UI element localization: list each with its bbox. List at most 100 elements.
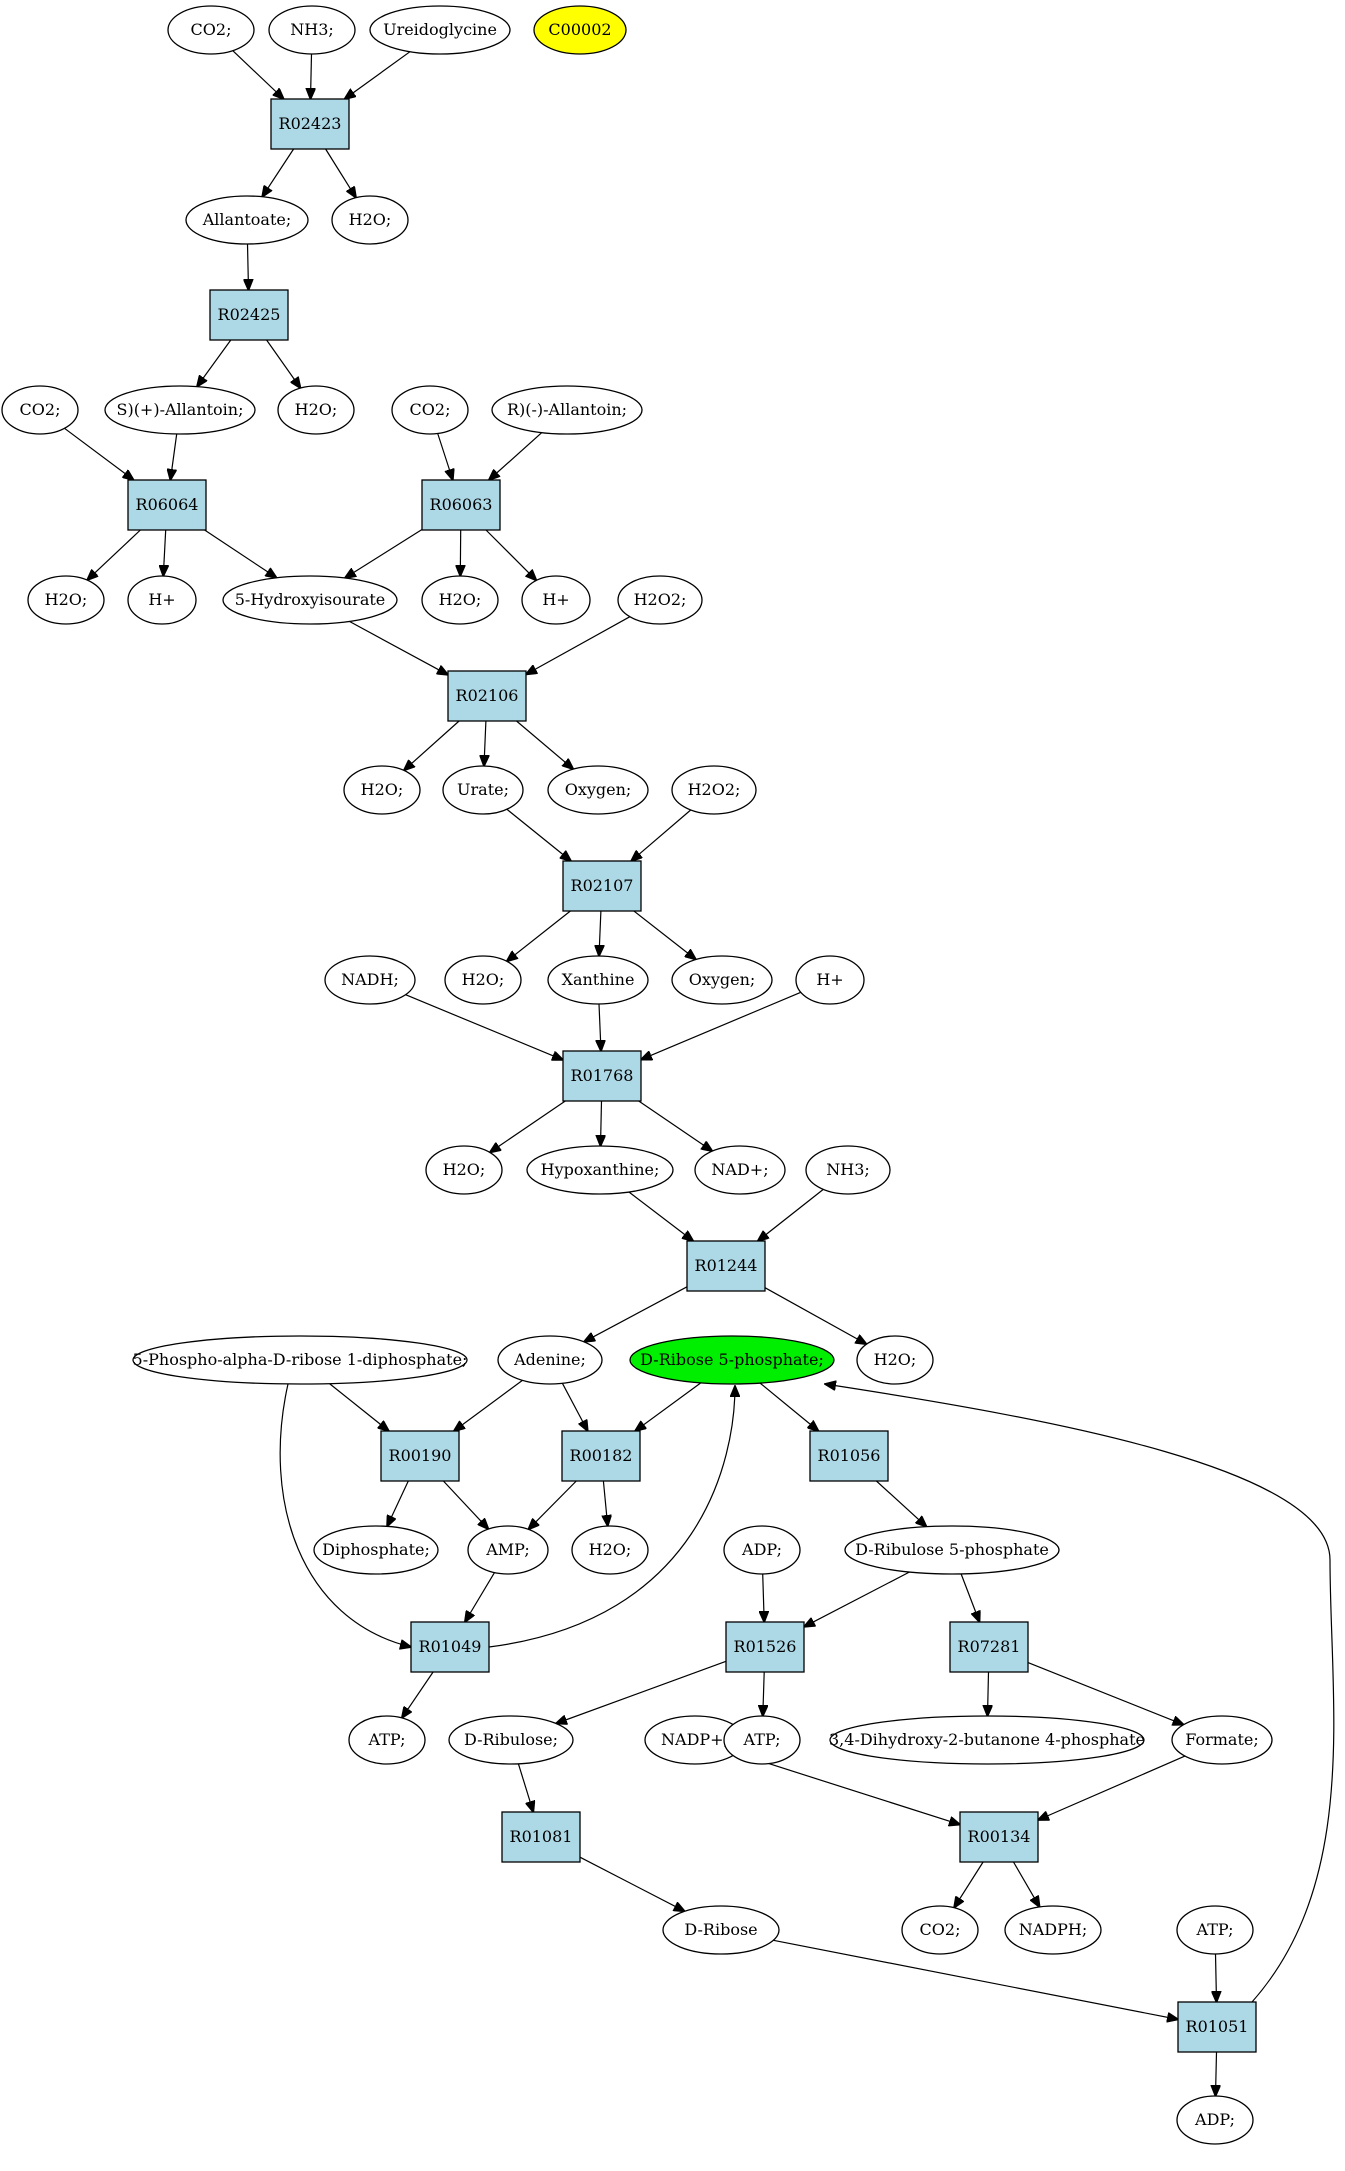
compound-allantoate[interactable]: Allantoate; (185, 195, 309, 245)
reaction-r02106[interactable]: R02106 (447, 670, 527, 722)
compound-adp-r01051[interactable]: ADP; (1176, 2095, 1254, 2145)
compound-shape (1176, 1905, 1254, 1955)
compound-co2-top[interactable]: CO2; (167, 5, 255, 55)
compound-diphosphate[interactable]: Diphosphate; (313, 1525, 439, 1575)
compound-atp-r01526[interactable]: ATP; (723, 1715, 801, 1765)
compound-h2o-r01244[interactable]: H2O; (856, 1335, 934, 1385)
compound-nh3-r01244[interactable]: NH3; (805, 1145, 891, 1195)
compound-oxygen-r02107[interactable]: Oxygen; (671, 955, 773, 1005)
reaction-box (562, 1050, 642, 1102)
compound-co2-r00134[interactable]: CO2; (901, 1905, 979, 1955)
reaction-r01056[interactable]: R01056 (809, 1430, 889, 1482)
compound-hplus-r06064[interactable]: H+ (127, 575, 197, 625)
compound-hydroxyisourate[interactable]: 5-Hydroxyisourate (222, 575, 398, 625)
compound-nadph[interactable]: NADPH; (1004, 1905, 1102, 1955)
compound-ureidoglycine[interactable]: Ureidoglycine (369, 5, 511, 55)
edge-hydroxyisourate-to-r02106 (349, 620, 448, 674)
compound-hplus-r06063[interactable]: H+ (521, 575, 591, 625)
compound-r-allantoin[interactable]: R)(-)-Allantoin; (491, 385, 643, 435)
reaction-r01049[interactable]: R01049 (410, 1621, 490, 1673)
edge-r01056-to-ribulose5p (875, 1480, 926, 1527)
reaction-r01244[interactable]: R01244 (686, 1240, 766, 1292)
reaction-r06063[interactable]: R06063 (421, 479, 501, 531)
reaction-label: R06064 (136, 495, 199, 514)
compound-label: H2O; (349, 210, 392, 229)
compound-h2o-r02106[interactable]: H2O; (343, 765, 421, 815)
edge-ribose5p-to-r00182 (635, 1382, 702, 1431)
compound-h2o-r01768[interactable]: H2O; (425, 1145, 503, 1195)
compound-label: H2O; (589, 1540, 632, 1559)
reaction-r00134[interactable]: R00134 (959, 1811, 1039, 1863)
reaction-r06064[interactable]: R06064 (127, 479, 207, 531)
reaction-r02423[interactable]: R02423 (270, 98, 350, 150)
compound-shape (391, 385, 469, 435)
compound-nh3-top[interactable]: NH3; (268, 5, 356, 55)
reaction-r01768[interactable]: R01768 (562, 1050, 642, 1102)
compound-h2o-r02425[interactable]: H2O; (277, 385, 355, 435)
compound-adenine[interactable]: Adenine; (497, 1335, 603, 1385)
reaction-r02425[interactable]: R02425 (209, 289, 289, 341)
reaction-r01526[interactable]: R01526 (725, 1621, 805, 1673)
compound-xanthine[interactable]: Xanthine (547, 955, 649, 1005)
compound-h2o2-r02106[interactable]: H2O2; (617, 575, 703, 625)
compound-shape (694, 1145, 786, 1195)
compound-label: Urate; (457, 780, 509, 799)
reaction-r07281[interactable]: R07281 (949, 1621, 1029, 1673)
compound-nadplus[interactable]: NAD+; (694, 1145, 786, 1195)
compound-urate[interactable]: Urate; (442, 765, 524, 815)
compound-ribose[interactable]: D-Ribose (662, 1905, 780, 1955)
compound-h2o-r06064[interactable]: H2O; (27, 575, 105, 625)
reaction-r00182[interactable]: R00182 (561, 1430, 641, 1482)
compound-ribulose[interactable]: D-Ribulose; (448, 1715, 574, 1765)
edge-co2_top-to-r02423 (232, 50, 284, 99)
compound-prpp[interactable]: 5-Phospho-alpha-D-ribose 1-diphosphate; (132, 1335, 468, 1385)
edge-h2o2_r02106-to-r02106 (526, 616, 631, 675)
compound-label: H2O; (443, 1160, 486, 1179)
compound-dhbp[interactable]: 3,4-Dihydroxy-2-butanone 4-phosphate (829, 1715, 1145, 1765)
edge-urate-to-r02107 (506, 808, 571, 861)
compound-shape (617, 575, 703, 625)
compound-label: NADP+; (661, 1730, 729, 1749)
reaction-r01081[interactable]: R01081 (501, 1811, 581, 1863)
compound-ribose5p[interactable]: D-Ribose 5-phosphate; (629, 1335, 835, 1385)
compound-h2o2-r02107[interactable]: H2O2; (671, 765, 757, 815)
edge-r02107-to-xanthine (599, 910, 601, 956)
compound-h2o-r02107[interactable]: H2O; (444, 955, 522, 1005)
compound-atp-r01051[interactable]: ATP; (1176, 1905, 1254, 1955)
compound-amp[interactable]: AMP; (467, 1525, 549, 1575)
edge-ureidoglycine-to-r02423 (345, 51, 411, 99)
reaction-label: R01526 (734, 1637, 797, 1656)
compound-c00002[interactable]: C00002 (533, 5, 627, 55)
compound-co2-r06064[interactable]: CO2; (1, 385, 79, 435)
reaction-r02107[interactable]: R02107 (562, 860, 642, 912)
compound-ribulose5p[interactable]: D-Ribulose 5-phosphate (844, 1525, 1060, 1575)
compound-co2-r06063[interactable]: CO2; (391, 385, 469, 435)
compound-hypoxanthine[interactable]: Hypoxanthine; (526, 1145, 674, 1195)
compound-hplus-r01768[interactable]: H+ (795, 955, 865, 1005)
compound-label: Hypoxanthine; (541, 1160, 660, 1179)
compound-label: ATP; (743, 1730, 781, 1749)
compound-h2o-r00182[interactable]: H2O; (571, 1525, 649, 1575)
compound-shape (723, 1715, 801, 1765)
edge-h2o2_r02107-to-r02107 (631, 809, 692, 861)
reaction-r01051[interactable]: R01051 (1177, 2001, 1257, 2053)
compound-adp-r01526[interactable]: ADP; (723, 1525, 801, 1575)
reaction-r00190[interactable]: R00190 (380, 1430, 460, 1482)
compound-formate[interactable]: Formate; (1171, 1715, 1273, 1765)
compound-oxygen-r02106[interactable]: Oxygen; (547, 765, 649, 815)
compound-h2o-r02423[interactable]: H2O; (331, 195, 409, 245)
compound-label: H2O2; (688, 780, 741, 799)
compound-atp-r01049[interactable]: ATP; (348, 1715, 426, 1765)
compound-shape (1171, 1715, 1273, 1765)
edge-allantoate-to-r02425 (248, 243, 249, 290)
edge-r01081-to-ribose (579, 1856, 685, 1911)
edge-r01244-to-adenine (584, 1286, 688, 1342)
compound-s-allantoin[interactable]: S)(+)-Allantoin; (104, 385, 256, 435)
compound-label: NH3; (290, 20, 334, 39)
compound-label: ADP; (1194, 2110, 1235, 2129)
edge-adp_r01526-to-r01526 (763, 1573, 765, 1622)
compound-label: NADH; (341, 970, 399, 989)
compound-nadh[interactable]: NADH; (324, 955, 416, 1005)
compound-h2o-r06063[interactable]: H2O; (421, 575, 499, 625)
compound-label: H+ (542, 590, 569, 609)
